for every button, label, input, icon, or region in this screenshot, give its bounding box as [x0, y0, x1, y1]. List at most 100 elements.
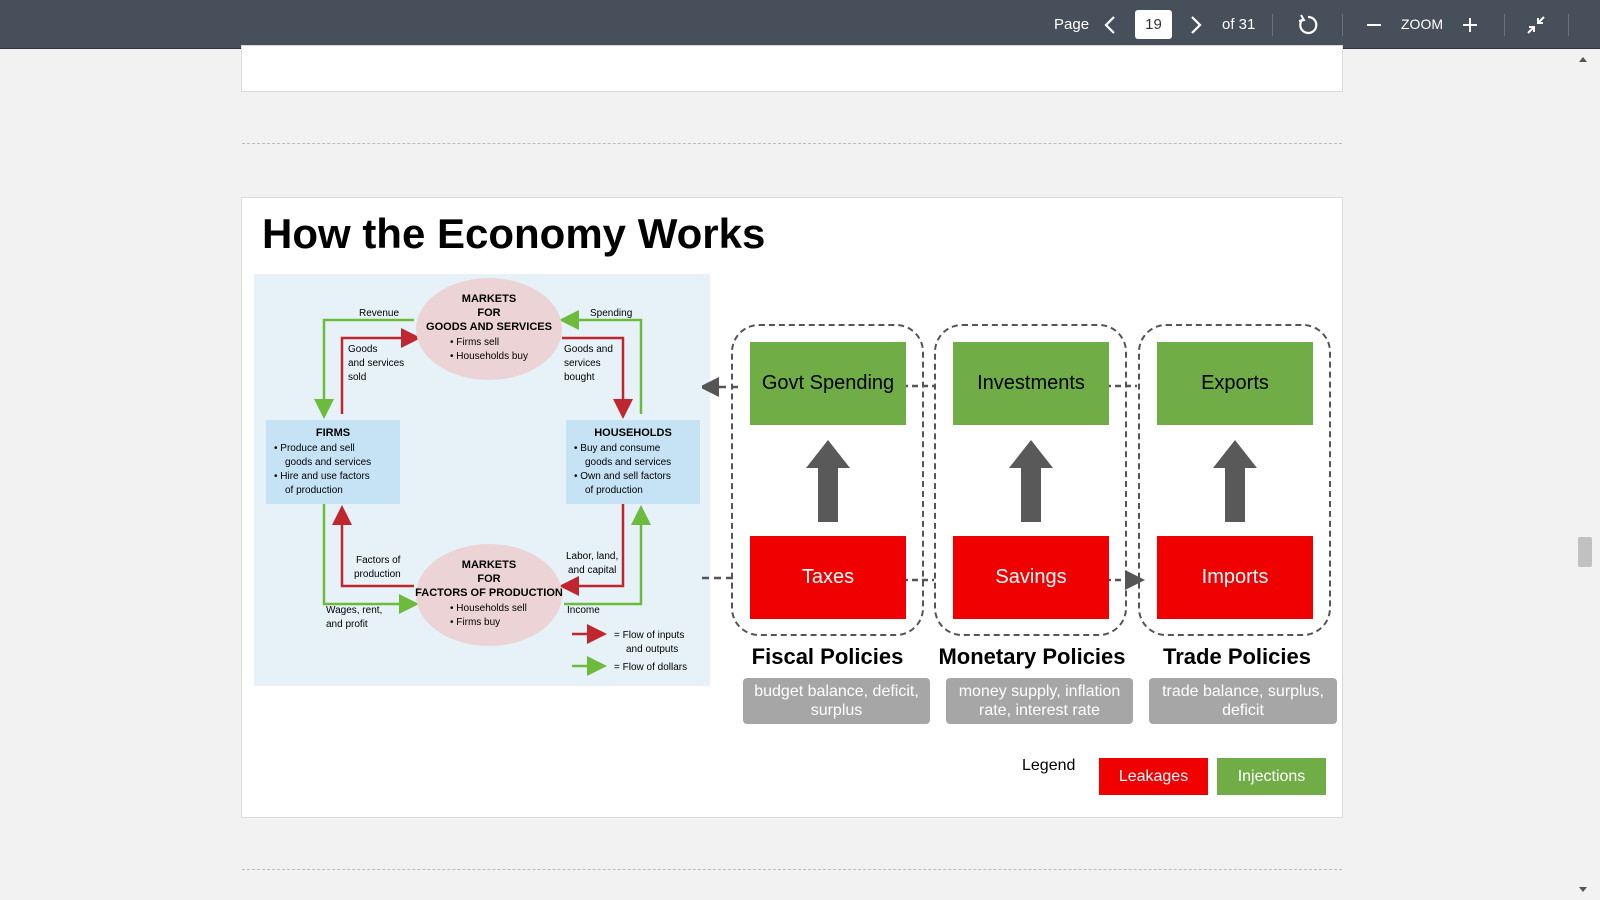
chevron-right-icon — [1191, 15, 1202, 34]
legend-injections: Injections — [1217, 758, 1326, 795]
monetary-policies-heading: Monetary Policies — [938, 644, 1126, 669]
labor-label: and capital — [568, 565, 616, 576]
next-page-button[interactable] — [1184, 9, 1208, 40]
page-label: Page — [1054, 16, 1090, 33]
exit-fullscreen-button[interactable] — [1522, 9, 1550, 40]
factors-label: production — [354, 569, 401, 580]
rotate-button[interactable] — [1294, 9, 1322, 40]
factor-market-ellipse — [416, 544, 562, 646]
legend-leakages: Leakages — [1099, 758, 1208, 795]
toolbar-divider — [1342, 14, 1343, 36]
goods-bought-label: bought — [564, 372, 595, 383]
zoom-out-button[interactable] — [1362, 9, 1386, 40]
goods-bought-label: services — [564, 358, 601, 369]
minus-icon — [1367, 23, 1381, 26]
households-title: HOUSEHOLDS — [594, 427, 672, 439]
page-number-input[interactable] — [1135, 10, 1172, 39]
legend-label: Legend — [1022, 757, 1076, 774]
goods-sold-label: Goods — [348, 344, 377, 355]
previous-page-button[interactable] — [1098, 9, 1122, 40]
up-arrow-icon — [1213, 440, 1257, 522]
leakage-box-imports: Imports — [1157, 536, 1313, 619]
current-page: How the Economy Works MARKETS FOR GOODS … — [241, 197, 1343, 818]
goods-sold-label: sold — [348, 372, 366, 383]
zoom-label: ZOOM — [1401, 16, 1443, 32]
trade-policies-heading: Trade Policies — [1163, 644, 1311, 669]
firms-bullet: • Hire and use factors — [274, 471, 370, 482]
income-label: Income — [567, 605, 600, 616]
scroll-up-icon[interactable] — [1578, 55, 1588, 63]
revenue-label: Revenue — [359, 308, 399, 319]
monetary-group — [934, 324, 1127, 636]
trade-group — [1138, 324, 1331, 636]
fiscal-policies-heading: Fiscal Policies — [751, 644, 904, 669]
injection-box-exports: Exports — [1157, 342, 1313, 425]
up-arrow-icon — [806, 440, 850, 522]
factor-market-bullet: • Households sell — [450, 603, 527, 614]
circular-flow-diagram: MARKETS FOR GOODS AND SERVICES • Firms s… — [254, 274, 710, 686]
households-bullet: • Own and sell factors — [574, 471, 671, 482]
goods-market-ellipse — [416, 278, 562, 380]
firms-title: FIRMS — [316, 427, 350, 439]
chevron-left-icon — [1104, 15, 1115, 34]
injection-box-govt-spending: Govt Spending — [750, 342, 906, 425]
labor-arrow — [559, 504, 625, 596]
zoom-in-button[interactable] — [1458, 9, 1482, 40]
group-connectors — [902, 384, 1145, 590]
goods-sold-label: and services — [348, 358, 404, 369]
goods-market-title-1: MARKETS — [462, 293, 516, 305]
spending-flow-arrow — [559, 310, 643, 414]
spending-label: Spending — [590, 308, 632, 319]
leakage-box-taxes: Taxes — [750, 536, 906, 619]
plus-icon — [1463, 17, 1477, 32]
income-flow-arrow — [564, 505, 651, 606]
goods-bought-arrow — [562, 336, 633, 419]
households-bullet-cont: goods and services — [585, 457, 671, 468]
firms-bullet: • Produce and sell — [274, 443, 355, 454]
trade-policies-desc: trade balance, surplus, deficit — [1149, 678, 1337, 724]
toolbar-divider — [1272, 14, 1273, 36]
inputs-legend-label: = Flow of inputs — [614, 630, 684, 641]
rotate-icon — [1298, 13, 1318, 34]
factor-market-title-1: MARKETS — [462, 559, 516, 571]
goods-sold-arrow — [340, 328, 421, 414]
fiscal-group — [731, 324, 924, 636]
scroll-down-icon[interactable] — [1578, 886, 1588, 894]
goods-market-bullet: • Households buy — [450, 351, 528, 362]
factors-arrow — [332, 505, 414, 588]
toolbar-divider — [1568, 14, 1569, 36]
households-bullet-cont: of production — [585, 485, 643, 496]
monetary-policies-desc: money supply, inflation rate, interest r… — [946, 678, 1133, 724]
exit-fullscreen-icon — [1527, 15, 1545, 34]
goods-market-title-3: GOODS AND SERVICES — [426, 321, 552, 333]
up-arrow-icon — [1009, 440, 1053, 522]
households-bullet: • Buy and consume — [574, 443, 661, 454]
goods-market-title-2: FOR — [477, 307, 500, 319]
wages-flow-arrow — [322, 504, 419, 614]
inputs-legend-label: and outputs — [626, 644, 678, 655]
viewer-toolbar: Page of 31 ZOOM — [0, 0, 1600, 49]
leakage-box-savings: Savings — [953, 536, 1109, 619]
wages-label: and profit — [326, 619, 368, 630]
factor-market-title-2: FOR — [477, 573, 500, 585]
goods-market-bullet: • Firms sell — [450, 337, 499, 348]
total-pages: of 31 — [1222, 16, 1256, 33]
firms-bullet-cont: of production — [285, 485, 343, 496]
slide-title: How the Economy Works — [262, 210, 766, 257]
wages-label: Wages, rent, — [326, 605, 382, 616]
households-box — [566, 420, 700, 504]
revenue-flow-arrow — [314, 318, 414, 419]
goods-bought-label: Goods and — [564, 344, 613, 355]
factors-label: Factors of — [356, 555, 401, 566]
factor-market-bullet: • Firms buy — [450, 617, 500, 628]
page-separator — [242, 143, 1342, 144]
firms-bullet-cont: goods and services — [285, 457, 371, 468]
vertical-scrollbar[interactable] — [1568, 49, 1600, 900]
labor-label: Labor, land, — [566, 551, 618, 562]
toolbar-divider — [1504, 14, 1505, 36]
page-separator — [242, 869, 1342, 870]
previous-page — [241, 45, 1343, 92]
dollars-legend-label: = Flow of dollars — [614, 662, 687, 673]
scrollbar-thumb[interactable] — [1578, 537, 1592, 567]
factor-market-title-3: FACTORS OF PRODUCTION — [415, 587, 563, 599]
